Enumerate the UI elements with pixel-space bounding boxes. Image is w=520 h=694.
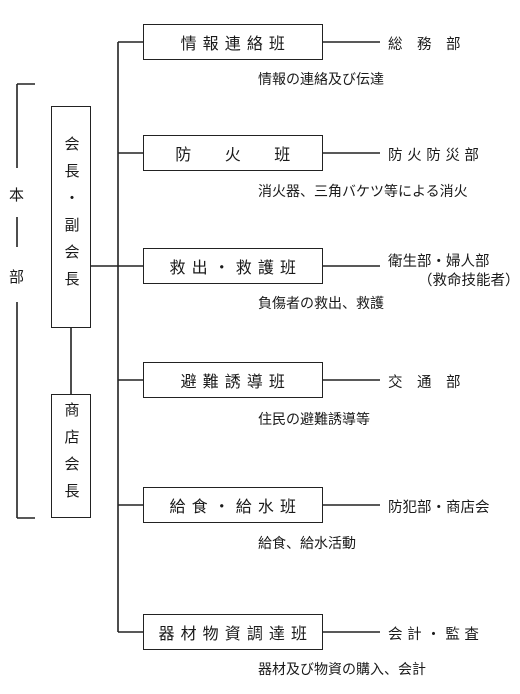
dept-label: 防犯部・商店会 bbox=[388, 500, 490, 516]
dept-label: 交 通 部 bbox=[388, 375, 461, 391]
team-name: 防 火 班 bbox=[175, 145, 291, 164]
team-box-fire: 防 火 班 bbox=[143, 135, 323, 171]
team-box-food-water: 給 食 ・ 給 水 班 bbox=[143, 487, 323, 523]
team-description: 消火器、三角バケツ等による消火 bbox=[258, 184, 468, 200]
dept-label: 総 務 部 bbox=[388, 37, 461, 53]
team-description: 情報の連絡及び伝達 bbox=[258, 72, 384, 88]
team-box-info: 情 報 連 絡 班 bbox=[143, 24, 323, 60]
chair-box: 会長・副会長 bbox=[51, 106, 91, 328]
team-name: 情 報 連 絡 班 bbox=[180, 34, 286, 53]
team-box-procurement: 器 材 物 資 調 達 班 bbox=[143, 614, 323, 650]
team-description: 負傷者の救出、救護 bbox=[258, 296, 384, 312]
team-box-evacuation: 避 難 誘 導 班 bbox=[143, 362, 323, 398]
team-description: 給食、給水活動 bbox=[258, 536, 356, 552]
dept-sublabel: （救命技能者） bbox=[418, 273, 520, 289]
shop-chair-label: 商店会長 bbox=[62, 402, 81, 510]
honbu-label-1: 本 bbox=[9, 186, 25, 204]
team-name: 給 食 ・ 給 水 班 bbox=[169, 497, 297, 516]
team-box-rescue: 救 出 ・ 救 護 班 bbox=[143, 248, 323, 284]
shop-chair-box: 商店会長 bbox=[51, 394, 91, 518]
team-description: 器材及び物資の購入、会計 bbox=[258, 662, 426, 678]
dept-label: 防 火 防 災 部 bbox=[388, 148, 479, 164]
chair-label: 会長・副会長 bbox=[62, 136, 81, 298]
team-description: 住民の避難誘導等 bbox=[258, 412, 370, 428]
team-name: 器 材 物 資 調 達 班 bbox=[158, 624, 308, 643]
team-name: 救 出 ・ 救 護 班 bbox=[169, 258, 297, 277]
team-name: 避 難 誘 導 班 bbox=[180, 372, 286, 391]
honbu-label-2: 部 bbox=[9, 268, 25, 286]
dept-label: 衛生部・婦人部 bbox=[388, 254, 490, 270]
dept-label: 会 計 ・ 監 査 bbox=[388, 627, 479, 643]
